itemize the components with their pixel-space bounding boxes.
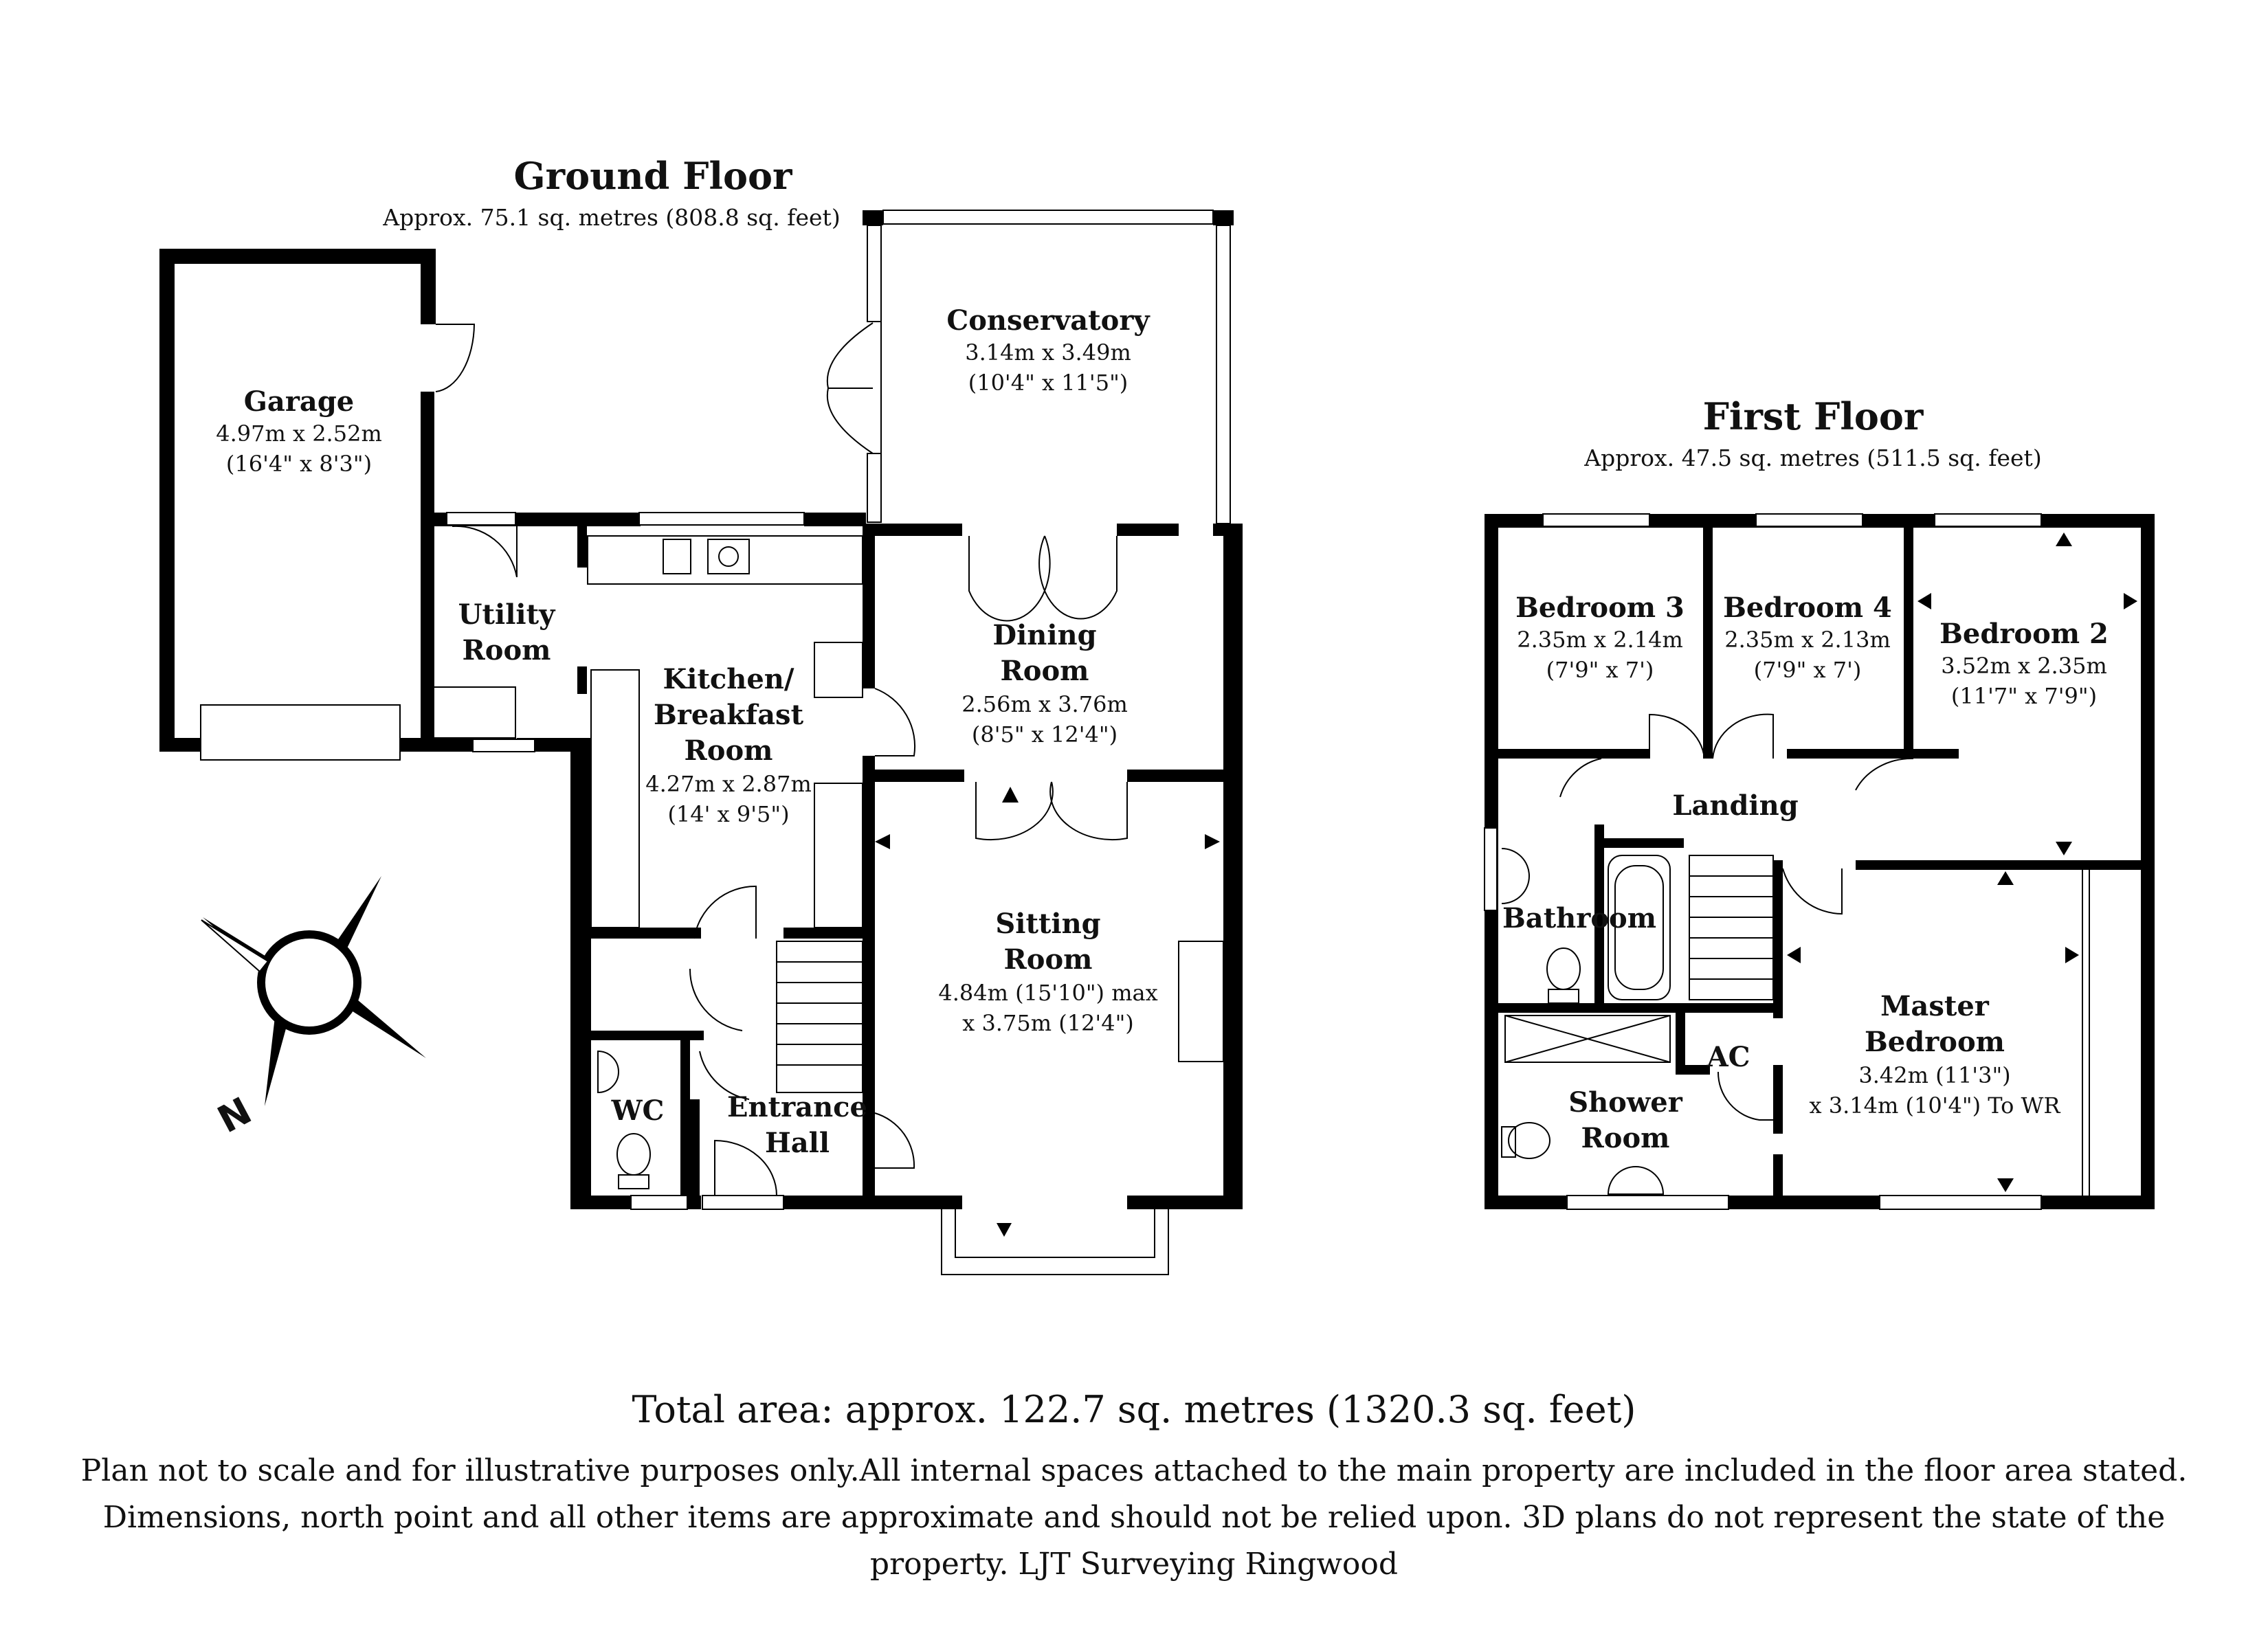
sitting-arrow-top [1002, 787, 1019, 803]
garage-side-door [435, 324, 476, 392]
kitchen-name-line-3: Room [685, 734, 773, 767]
shower-name-line-2: Room [1581, 1122, 1670, 1154]
ground-floor-area: Approx. 75.1 sq. metres (808.8 sq. feet) [382, 204, 840, 231]
room-master-bedroom: Master Bedroom 3.42m (11'3") x 3.14m (10… [1810, 990, 2061, 1119]
shower-name-line-1: Shower [1568, 1086, 1683, 1119]
bedroom2-name: Bedroom 2 [1939, 618, 2109, 650]
ground-floor-title: Ground Floor [514, 154, 793, 198]
first-floor-area: Approx. 47.5 sq. metres (511.5 sq. feet) [1583, 445, 2041, 471]
utility-name-line-2: Room [463, 634, 551, 666]
utility-name-line-1: Utility [458, 598, 556, 631]
sitting-dims-imperial: x 3.75m (12'4") [962, 1010, 1134, 1036]
garage-dims-imperial: (16'4" x 8'3") [226, 451, 372, 477]
dining-name-line-1: Dining [992, 619, 1096, 651]
room-wc: WC [611, 1095, 665, 1127]
bathroom-name: Bathroom [1502, 902, 1656, 934]
room-garage: Garage 4.97m x 2.52m (16'4" x 8'3") [216, 385, 382, 477]
first-floor-title: First Floor [1703, 394, 1924, 438]
fireplace [1178, 941, 1224, 1062]
kitchen-name-line-2: Breakfast [654, 699, 804, 731]
room-conservatory: Conservatory 3.14m x 3.49m (10'4" x 11'5… [946, 304, 1150, 396]
room-entrance-hall: Entrance Hall [727, 1091, 867, 1159]
sitting-arrow-left [875, 834, 890, 849]
sitting-room-bay-window [941, 1209, 1169, 1275]
ground-floor-stairs [776, 941, 863, 1093]
bedroom4-dims-imperial: (7'9" x 7') [1754, 657, 1862, 683]
bedroom3-name: Bedroom 3 [1515, 592, 1685, 624]
first-floor-arrows [1787, 532, 2137, 1192]
conservatory-dims-metric: 3.14m x 3.49m [965, 339, 1131, 366]
bedroom2-dims-imperial: (11'7" x 7'9") [1951, 683, 2097, 709]
room-bedroom-2: Bedroom 2 3.52m x 2.35m (11'7" x 7'9") [1939, 618, 2109, 709]
bedroom3-window [1542, 513, 1650, 527]
garage-name: Garage [244, 385, 355, 418]
hall-name-line-1: Entrance [727, 1091, 867, 1123]
master-name-line-2: Bedroom [1865, 1026, 2005, 1058]
footer: Total area: approx. 122.7 sq. metres (13… [0, 1388, 2268, 1588]
ground-floor-plan: Ground Floor Approx. 75.1 sq. metres (80… [159, 154, 1243, 1275]
master-dims-metric: 3.42m (11'3") [1858, 1062, 2010, 1088]
conservatory-double-doors [826, 322, 874, 454]
room-bathroom: Bathroom [1502, 902, 1656, 934]
garage-walls [159, 249, 473, 761]
garage-dims-metric: 4.97m x 2.52m [216, 420, 382, 447]
kitchen-units [432, 535, 863, 928]
wc-fixtures [597, 1050, 651, 1189]
conservatory-dims-imperial: (10'4" x 11'5") [968, 370, 1129, 396]
hall-name-line-2: Hall [765, 1127, 830, 1159]
bedroom2-window [1934, 513, 2042, 527]
first-floor-stairs [1689, 855, 1774, 1000]
kitchen-window [638, 512, 805, 526]
wc-window [630, 1195, 688, 1210]
ground-floor-doors [452, 525, 1128, 1196]
wc-name: WC [611, 1095, 665, 1127]
room-bedroom-3: Bedroom 3 2.35m x 2.14m (7'9" x 7') [1515, 592, 1685, 683]
bedroom3-dims-metric: 2.35m x 2.14m [1517, 627, 1683, 653]
shower-fixtures [1501, 1015, 1671, 1195]
first-floor-doors [1559, 713, 1914, 1121]
room-landing: Landing [1672, 789, 1798, 822]
bedroom4-name: Bedroom 4 [1723, 592, 1892, 624]
kitchen-dims-metric: 4.27m x 2.87m [645, 771, 812, 797]
room-airing-cupboard: AC [1706, 1041, 1750, 1073]
shower-window [1566, 1195, 1729, 1210]
room-bedroom-4: Bedroom 4 2.35m x 2.13m (7'9" x 7') [1723, 592, 1892, 683]
first-floor-plan: First Floor Approx. 47.5 sq. metres (511… [1484, 394, 2155, 1210]
bathroom-fixtures [1501, 848, 1671, 1004]
compass-rose-icon: N [201, 876, 426, 1141]
master-name-line-1: Master [1880, 990, 1990, 1022]
room-sitting: Sitting Room 4.84m (15'10") max x 3.75m … [938, 908, 1157, 1036]
ac-name: AC [1706, 1041, 1750, 1073]
master-window [1879, 1195, 2042, 1210]
bedroom3-dims-imperial: (7'9" x 7') [1546, 657, 1654, 683]
room-dining: Dining Room 2.56m x 3.76m (8'5" x 12'4") [961, 619, 1128, 748]
landing-name: Landing [1672, 789, 1798, 822]
sitting-arrow-right [1205, 834, 1220, 849]
sitting-name-line-1: Sitting [995, 908, 1100, 940]
room-shower: Shower Room [1568, 1086, 1683, 1154]
disclaimer: Plan not to scale and for illustrative p… [80, 1453, 2188, 1582]
kitchen-dims-imperial: (14' x 9'5") [667, 801, 789, 827]
master-dims-imperial: x 3.14m (10'4") To WR [1810, 1092, 2061, 1119]
dining-dims-imperial: (8'5" x 12'4") [972, 721, 1118, 748]
room-utility: Utility Room [458, 598, 556, 666]
utility-window [472, 739, 535, 752]
bedroom4-dims-metric: 2.35m x 2.13m [1724, 627, 1891, 653]
utility-rear-door-frame [446, 512, 516, 526]
sitting-dims-metric: 4.84m (15'10") max [938, 980, 1157, 1006]
bedroom2-dims-metric: 3.52m x 2.35m [1941, 653, 2107, 679]
conservatory-walls [863, 210, 1234, 524]
total-area: Total area: approx. 122.7 sq. metres (13… [632, 1388, 1636, 1431]
hall-front-door-frame [702, 1195, 784, 1210]
bedroom4-window [1755, 513, 1863, 527]
dining-dims-metric: 2.56m x 3.76m [961, 691, 1128, 717]
conservatory-name: Conservatory [946, 304, 1150, 337]
kitchen-name-line-1: Kitchen/ [663, 663, 794, 695]
room-kitchen: Kitchen/ Breakfast Room 4.27m x 2.87m (1… [645, 663, 812, 827]
sitting-name-line-2: Room [1004, 943, 1093, 976]
bathroom-window [1484, 827, 1498, 911]
compass-north-label: N [211, 1089, 258, 1142]
dining-name-line-2: Room [1001, 655, 1089, 687]
